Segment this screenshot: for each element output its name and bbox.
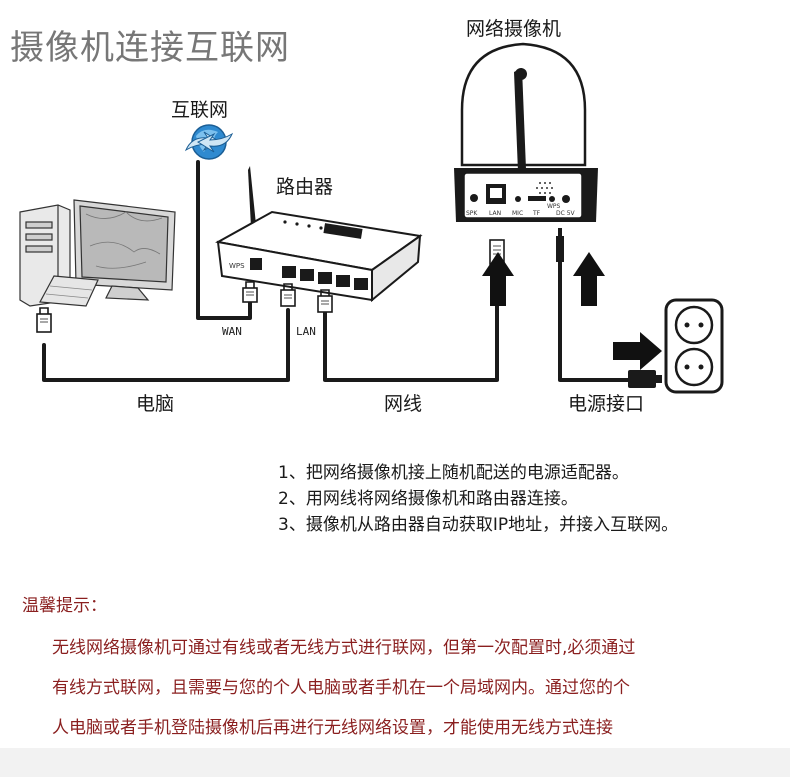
- tips-body: 无线网络摄像机可通过有线或者无线方式进行联网，但第一次配置时,必须通过 有线方式…: [52, 628, 772, 748]
- label-internet: 互联网: [171, 99, 229, 121]
- page-title: 摄像机连接互联网: [10, 28, 290, 68]
- camera-port-label: TF: [533, 210, 541, 217]
- label-ipcam: 网络摄像机: [466, 18, 562, 40]
- label-router: 路由器: [276, 176, 334, 198]
- tip-line: 有线方式联网，且需要与您的个人电脑或者手机在一个局域网内。通过您的个: [52, 678, 630, 698]
- step-item: 3、摄像机从路由器自动获取IP地址，并接入互联网。: [278, 515, 679, 535]
- setup-steps: 1、把网络摄像机接上随机配送的电源适配器。 2、用网线将网络摄像机和路由器连接。…: [278, 460, 778, 538]
- tips-heading: 温馨提示：: [22, 596, 107, 616]
- label-wan: WAN: [222, 325, 242, 338]
- label-cable: 网线: [384, 393, 423, 415]
- globe-icon: [184, 124, 234, 160]
- network-cable: [323, 268, 499, 382]
- label-wps: WPS: [229, 262, 245, 270]
- label-lan: LAN: [296, 325, 316, 338]
- label-computer: 电脑: [136, 393, 175, 415]
- step-item: 1、把网络摄像机接上随机配送的电源适配器。: [278, 463, 629, 483]
- router-image: [215, 166, 423, 303]
- tip-line: 无线网络摄像机可通过有线或者无线方式进行联网，但第一次配置时,必须通过: [52, 638, 636, 658]
- step-item: 2、用网线将网络摄像机和路由器连接。: [278, 489, 578, 509]
- camera-port-label: MIC: [512, 210, 524, 217]
- arrow-up-icons: [482, 252, 605, 306]
- wall-outlet-icon: [664, 298, 724, 394]
- camera-port-label: WPS: [547, 203, 561, 210]
- internet-cable: [196, 160, 252, 320]
- computer-image: [19, 199, 176, 307]
- camera-port-label: DC 5V: [556, 210, 575, 217]
- camera-image: [454, 42, 598, 222]
- computer-cable: [42, 308, 290, 382]
- bottom-bar: [0, 748, 790, 777]
- tip-line: 人电脑或者手机登陆摄像机后再进行无线网络设置，才能使用无线方式连接: [52, 718, 613, 738]
- power-adapter: [628, 370, 662, 388]
- arrow-right-icon: [613, 332, 662, 370]
- camera-port-label: SPK: [466, 210, 478, 217]
- camera-port-label: LAN: [489, 210, 502, 217]
- power-cable: [558, 260, 632, 382]
- dc-plug: [556, 228, 564, 262]
- label-power: 电源接口: [568, 393, 645, 415]
